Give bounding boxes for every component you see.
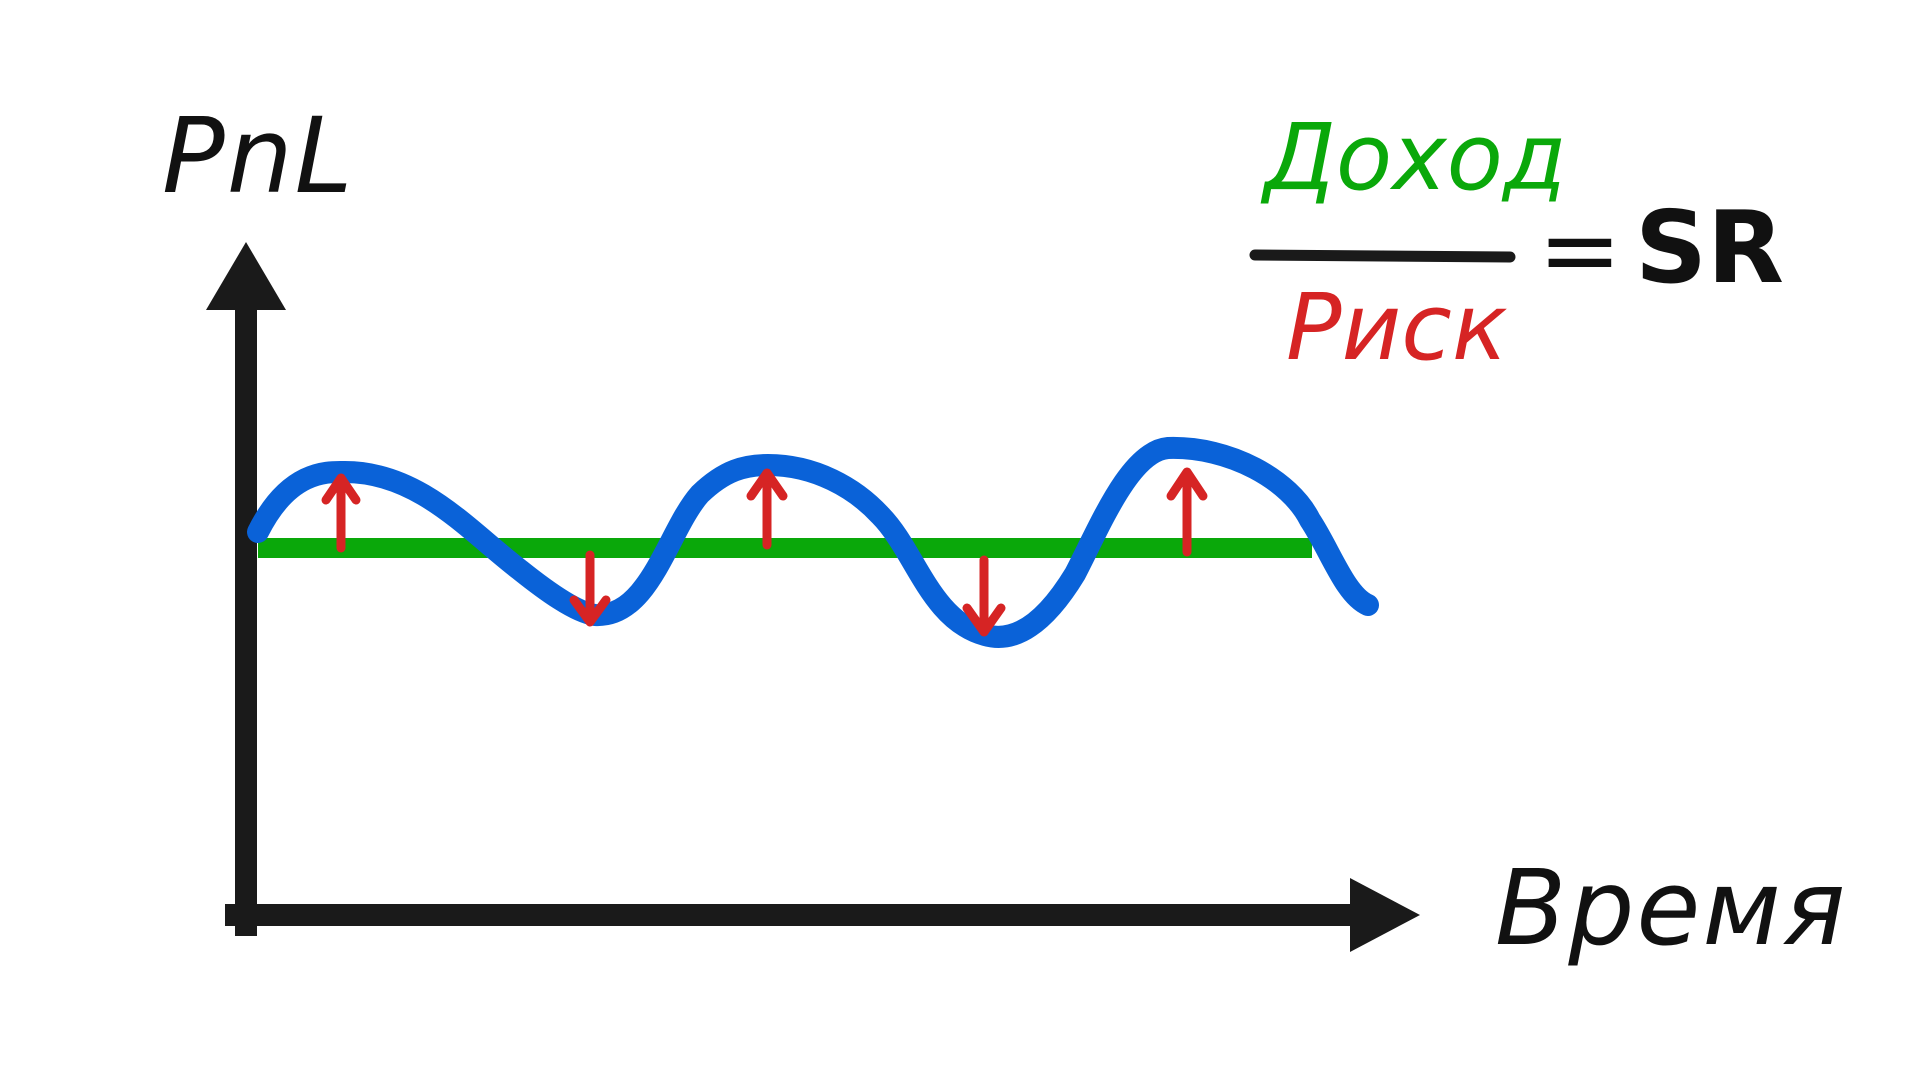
y-axis-arrowhead — [206, 242, 286, 310]
y-axis-label: PnL — [162, 95, 355, 217]
x-axis-arrowhead — [1350, 878, 1420, 952]
x-axis-label: Время — [1495, 847, 1848, 969]
deviation-up-arrow — [321, 473, 361, 553]
deviation-arrows — [321, 467, 1208, 637]
axes — [206, 242, 1420, 952]
formula-equals-sign: = — [1538, 191, 1622, 308]
deviation-up-arrow — [746, 468, 788, 550]
formula-result: SR — [1635, 189, 1785, 306]
fraction-bar — [1249, 249, 1516, 263]
pnl-curve — [247, 436, 1379, 648]
deviation-down-arrow — [962, 555, 1006, 637]
formula-denominator: Риск — [1286, 274, 1508, 381]
deviation-down-arrow — [569, 550, 611, 627]
deviation-up-arrow — [1166, 467, 1208, 557]
formula-numerator: Доход — [1264, 104, 1567, 211]
